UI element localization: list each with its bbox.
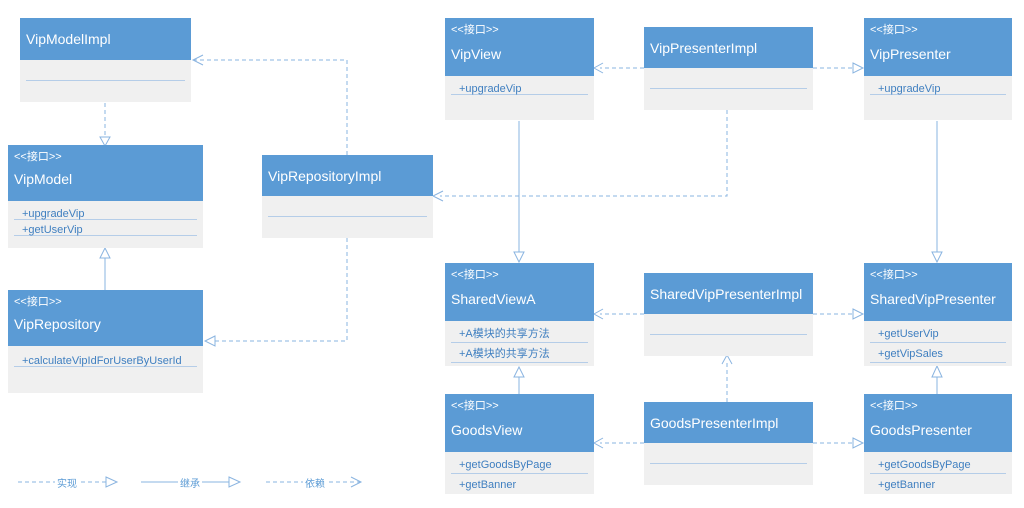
edge-viprepoimpl-vipmodelimpl bbox=[194, 59, 348, 155]
stereotype-label: <<接口>> bbox=[14, 296, 62, 308]
arrow-depend-sharedimpl bbox=[721, 353, 733, 365]
class-vip-repository[interactable]: <<接口>> VipRepository +calculateVipIdForU… bbox=[8, 290, 203, 393]
legend-realize-arrow bbox=[105, 476, 119, 488]
stereotype-label: <<接口>> bbox=[14, 151, 62, 163]
arrow-depend-vipview bbox=[592, 62, 604, 74]
class-name: GoodsPresenterImpl bbox=[650, 414, 779, 431]
stereotype-label: <<接口>> bbox=[870, 269, 918, 281]
divider bbox=[650, 463, 807, 464]
class-name: GoodsPresenter bbox=[870, 422, 972, 438]
method-item: +upgradeVip bbox=[870, 79, 1006, 95]
legend-inherit-label: 继承 bbox=[178, 475, 202, 490]
method-item: +calculateVipIdForUserByUserId bbox=[14, 351, 197, 367]
divider bbox=[650, 334, 807, 335]
class-name: GoodsView bbox=[451, 422, 523, 438]
arrow-depend-vipmodelimpl bbox=[191, 54, 204, 66]
class-goods-presenter-impl[interactable]: GoodsPresenterImpl bbox=[644, 402, 813, 485]
stereotype-label: <<接口>> bbox=[451, 400, 499, 412]
arrow-realize-vipmodel bbox=[99, 136, 111, 148]
stereotype-label: <<接口>> bbox=[451, 269, 499, 281]
stereotype-label: <<接口>> bbox=[451, 24, 499, 36]
legend-depend-arrow bbox=[350, 476, 363, 488]
stereotype-label: <<接口>> bbox=[870, 24, 918, 36]
class-name: SharedVipPresenter bbox=[870, 291, 996, 307]
method-item: +upgradeVip bbox=[451, 79, 588, 95]
arrow-realize-sharedpresenter bbox=[852, 308, 865, 320]
arrow-realize-vippresenter bbox=[852, 62, 865, 74]
class-shared-view-a[interactable]: <<接口>> SharedViewA +A模块的共享方法 +A模块的共享方法 bbox=[445, 263, 594, 366]
class-name: SharedViewA bbox=[451, 291, 536, 307]
arrow-inherit-sharedviewa-2 bbox=[513, 365, 525, 378]
legend-realize-label: 实现 bbox=[55, 475, 79, 490]
method-item: +getBanner bbox=[459, 479, 517, 491]
method-item: +A模块的共享方法 bbox=[451, 343, 588, 363]
class-name: VipRepository bbox=[14, 316, 101, 332]
divider bbox=[268, 216, 427, 217]
method-item: +getUserVip bbox=[14, 220, 197, 236]
stereotype-label: <<接口>> bbox=[870, 400, 918, 412]
class-name: VipModel bbox=[14, 171, 73, 187]
class-vip-model[interactable]: <<接口>> VipModel +upgradeVip +getUserVip bbox=[8, 145, 203, 248]
method-item: +getUserVip bbox=[870, 323, 1006, 343]
class-vip-presenter-impl[interactable]: VipPresenterImpl bbox=[644, 27, 813, 110]
method-item: +getGoodsByPage bbox=[870, 454, 1006, 474]
divider bbox=[26, 80, 185, 81]
class-goods-presenter[interactable]: <<接口>> GoodsPresenter +getGoodsByPage +g… bbox=[864, 394, 1012, 494]
arrow-depend-sharedviewa bbox=[592, 308, 604, 320]
class-shared-vip-presenter[interactable]: <<接口>> SharedVipPresenter +getUserVip +g… bbox=[864, 263, 1012, 366]
class-vip-model-impl[interactable]: VipModelImpl bbox=[20, 18, 191, 102]
class-vip-presenter[interactable]: <<接口>> VipPresenter +upgradeVip bbox=[864, 18, 1012, 120]
class-shared-vip-presenter-impl[interactable]: SharedVipPresenterImpl bbox=[644, 273, 813, 356]
class-name: VipModelImpl bbox=[26, 31, 111, 47]
class-vip-repository-impl[interactable]: VipRepositoryImpl bbox=[262, 155, 433, 238]
legend-inherit-arrow bbox=[228, 476, 242, 488]
class-name: VipPresenter bbox=[870, 46, 951, 62]
method-item: +upgradeVip bbox=[14, 204, 197, 220]
edge-viprepoimpl-viprepository bbox=[212, 238, 348, 342]
class-name: SharedVipPresenterImpl bbox=[650, 285, 803, 302]
arrow-inherit-sharedpresenter-2 bbox=[931, 364, 943, 378]
method-item: +A模块的共享方法 bbox=[451, 323, 588, 343]
edge-presenters-viprepoimpl bbox=[440, 110, 728, 197]
arrow-inherit-vipmodel bbox=[99, 246, 111, 259]
arrow-depend-viprepoimpl bbox=[431, 190, 444, 202]
class-name: VipView bbox=[451, 46, 502, 62]
arrow-depend-goodsview bbox=[592, 437, 604, 449]
arrow-inherit-sharedviewa bbox=[513, 251, 525, 264]
class-goods-view[interactable]: <<接口>> GoodsView +getGoodsByPage +getBan… bbox=[445, 394, 594, 494]
arrow-inherit-sharedvippresenter bbox=[931, 251, 943, 264]
class-vip-view[interactable]: <<接口>> VipView +upgradeVip bbox=[445, 18, 594, 120]
legend-depend-label: 依赖 bbox=[303, 475, 327, 490]
divider bbox=[650, 88, 807, 89]
method-item: +getBanner bbox=[878, 479, 936, 491]
class-name: VipRepositoryImpl bbox=[268, 167, 382, 184]
class-name: VipPresenterImpl bbox=[650, 39, 758, 56]
method-item: +getGoodsByPage bbox=[451, 454, 588, 474]
method-item: +getVipSales bbox=[870, 343, 1006, 363]
arrow-realize-goodspresenter bbox=[852, 437, 865, 449]
arrow-realize-viprepository bbox=[203, 335, 216, 347]
